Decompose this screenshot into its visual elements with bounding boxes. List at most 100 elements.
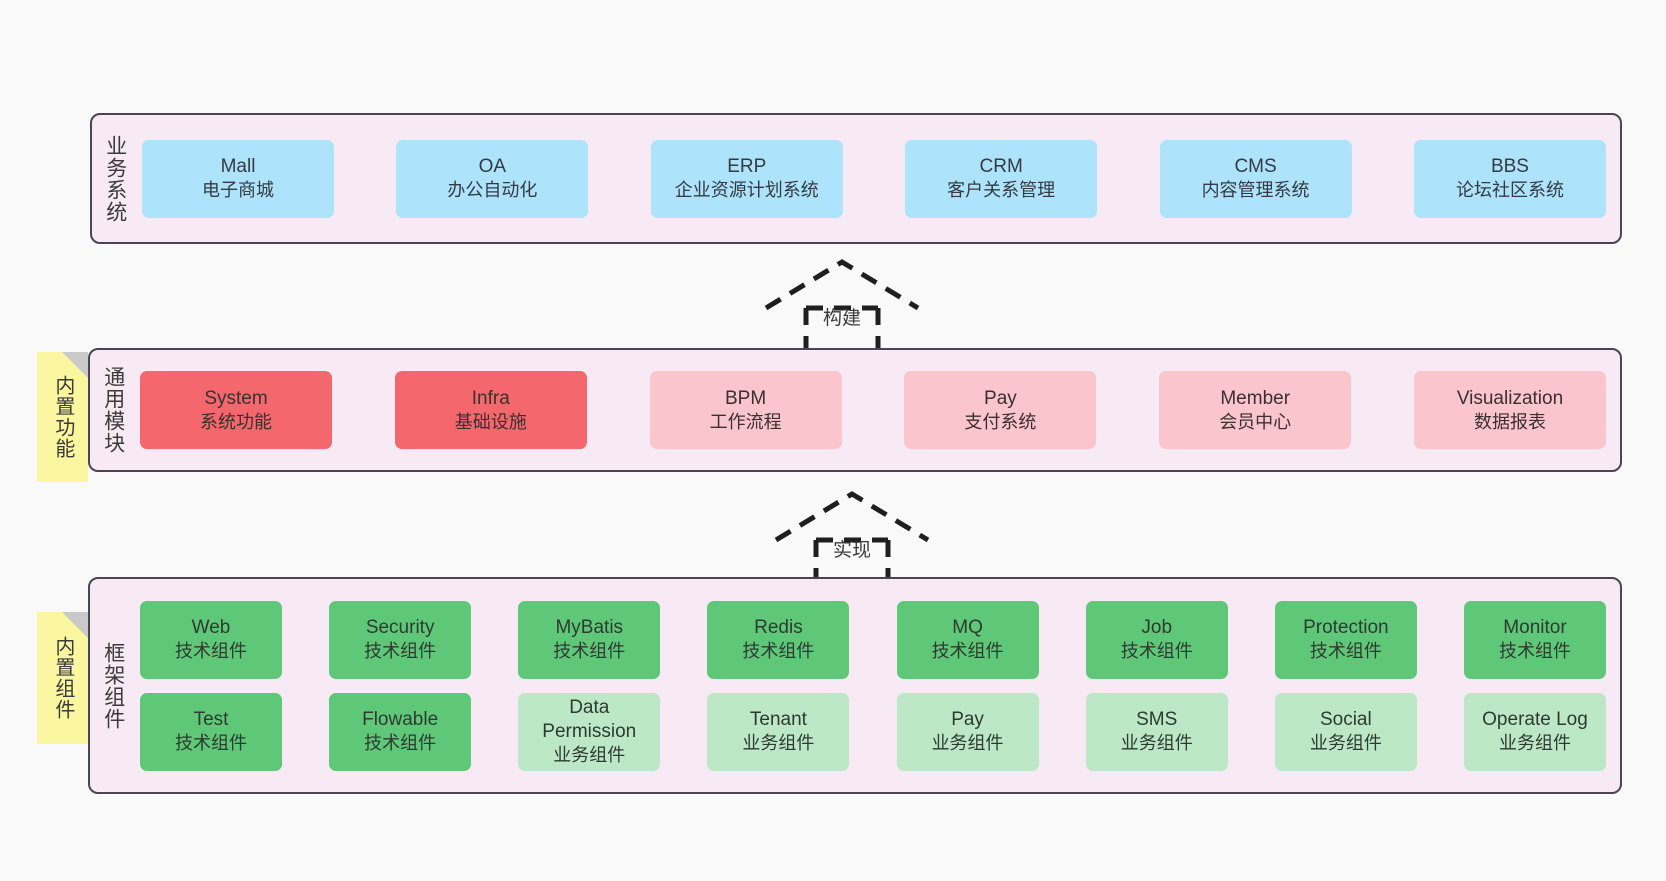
box-title: Infra xyxy=(471,387,510,409)
box-subtitle: 技术组件 xyxy=(364,641,437,662)
box-title: Tenant xyxy=(749,709,807,731)
box-subtitle: 业务组件 xyxy=(1309,733,1382,754)
box-subtitle: 业务组件 xyxy=(1120,733,1193,754)
box-subtitle: 内容管理系统 xyxy=(1201,180,1310,201)
box-title: CRM xyxy=(979,156,1023,178)
box-subtitle: 技术组件 xyxy=(931,641,1004,662)
box-subtitle: 业务组件 xyxy=(1498,733,1571,754)
box-title: Visualization xyxy=(1456,387,1564,409)
box-subtitle: 支付系统 xyxy=(964,411,1037,432)
box-title: MQ xyxy=(952,617,983,639)
layer-framework-title: 框架组件 xyxy=(101,641,125,730)
box-subtitle: 系统功能 xyxy=(200,411,272,432)
box-subtitle: 基础设施 xyxy=(454,411,527,432)
box-subtitle: 数据报表 xyxy=(1473,411,1546,432)
box-title: Data Permission xyxy=(542,697,637,743)
layer-common-title: 通用模块 xyxy=(101,366,125,454)
box-subtitle: 工作流程 xyxy=(709,411,782,432)
box-title: Member xyxy=(1220,387,1291,409)
box-title: SMS xyxy=(1136,709,1178,731)
box-title: Test xyxy=(193,709,229,731)
box-title: Pay xyxy=(951,709,984,731)
box-subtitle: 技术组件 xyxy=(1309,641,1382,662)
connector-implement-shape xyxy=(774,491,930,584)
layer-business-title: 业务系统 xyxy=(103,134,127,223)
connector-implement: 实现 xyxy=(772,490,932,584)
box-title: BBS xyxy=(1490,156,1529,178)
connector-build: 构建 xyxy=(762,258,922,352)
box-title: Flowable xyxy=(362,709,439,731)
box-subtitle: 办公自动化 xyxy=(447,180,538,201)
box-title: CMS xyxy=(1234,156,1277,178)
box-subtitle: 技术组件 xyxy=(175,641,247,662)
box-title: Operate Log xyxy=(1482,709,1588,731)
box-title: Web xyxy=(191,617,231,639)
box-subtitle: 业务组件 xyxy=(553,745,626,766)
box-subtitle: 技术组件 xyxy=(364,733,437,754)
box-subtitle: 会员中心 xyxy=(1219,411,1292,432)
box-subtitle: 技术组件 xyxy=(553,641,626,662)
box-title: ERP xyxy=(727,156,767,178)
box-title: MyBatis xyxy=(555,617,624,639)
box-title: Mall xyxy=(220,156,256,178)
box-subtitle: 论坛社区系统 xyxy=(1455,180,1564,201)
box-subtitle: 电子商城 xyxy=(202,180,274,201)
box-subtitle: 业务组件 xyxy=(742,733,815,754)
box-title: Protection xyxy=(1303,617,1389,639)
box-subtitle: 技术组件 xyxy=(1498,641,1571,662)
box-title: Job xyxy=(1141,617,1173,639)
box-subtitle: 客户关系管理 xyxy=(947,180,1056,201)
box-title: System xyxy=(204,387,268,409)
note-builtin-functions-label: 内置功能 xyxy=(51,375,74,459)
box-title: Security xyxy=(365,617,435,639)
connector-build-label: 构建 xyxy=(822,308,861,329)
note-builtin-components: 内置组件 xyxy=(37,612,88,744)
box-subtitle: 技术组件 xyxy=(742,641,815,662)
box-subtitle: 技术组件 xyxy=(175,733,247,754)
box-subtitle: 技术组件 xyxy=(1120,641,1193,662)
box-title: Social xyxy=(1319,709,1372,731)
box-title: BPM xyxy=(725,387,767,409)
box-title: OA xyxy=(478,156,507,178)
box-title: Monitor xyxy=(1503,617,1567,639)
